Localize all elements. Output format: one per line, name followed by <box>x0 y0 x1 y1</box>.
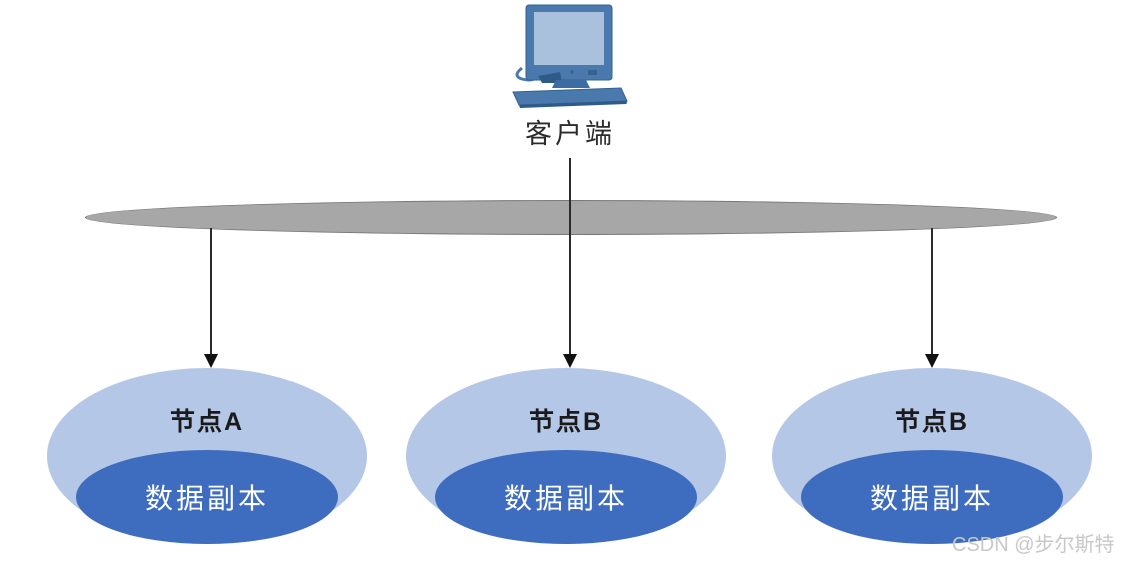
monitor-button <box>588 70 597 75</box>
network-bus-ellipse <box>85 200 1057 235</box>
node-label: 节点A <box>169 408 245 436</box>
arrow-shaft <box>210 228 212 354</box>
csdn-watermark: CSDN @步尔斯特 <box>952 534 1115 556</box>
client-label: 客户端 <box>525 119 615 149</box>
node-label: 节点B <box>894 408 970 436</box>
monitor-screen <box>534 12 604 65</box>
data-replica-ellipse: 数据副本 <box>801 450 1063 544</box>
replica-label: 数据副本 <box>869 483 994 514</box>
replica-label: 数据副本 <box>144 483 269 514</box>
data-replica-ellipse: 数据副本 <box>435 450 697 544</box>
monitor-stand <box>552 80 590 88</box>
replica-label: 数据副本 <box>503 483 628 514</box>
node-ellipse-a: 节点A 数据副本 <box>47 368 367 544</box>
keyboard-edge <box>519 101 627 108</box>
arrowhead-down-icon <box>925 354 939 368</box>
arrowhead-down-icon <box>204 354 218 368</box>
data-replica-ellipse: 数据副本 <box>76 450 338 544</box>
arrow-shaft <box>931 228 933 354</box>
client-computer-icon <box>512 4 628 108</box>
arrowhead-down-icon <box>563 354 577 368</box>
arrow-shaft <box>569 158 571 354</box>
node-ellipse-b1: 节点B 数据副本 <box>406 368 726 544</box>
node-label: 节点B <box>528 408 604 436</box>
monitor-led <box>570 70 574 74</box>
node-ellipse-b2: 节点B 数据副本 <box>772 368 1092 544</box>
